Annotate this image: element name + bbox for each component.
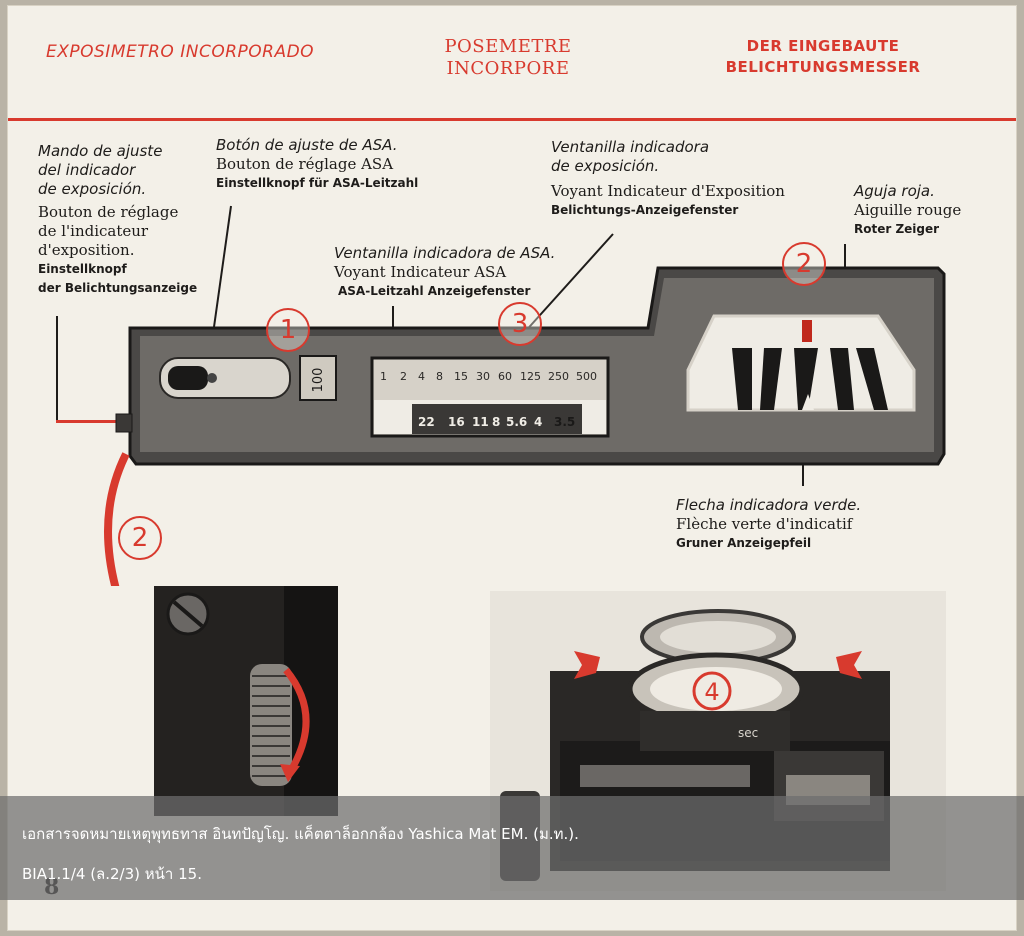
label-asa-window: Ventanilla indicadora de ASA. Voyant Ind… bbox=[334, 244, 556, 298]
header-german: DER EINGEBAUTE BELICHTUNGSMESSER bbox=[708, 36, 938, 78]
marker-4: 4 bbox=[704, 678, 719, 706]
photo-sec-label: sec bbox=[738, 726, 758, 740]
aperture-scale: 22 16 11 8 5.6 4 3.5 bbox=[418, 415, 575, 429]
speed-scale: 1 2 4 8 15 30 60 125 250 500 bbox=[380, 370, 597, 383]
speed-tick: 30 bbox=[476, 370, 490, 383]
green-arrow-icon bbox=[802, 394, 814, 410]
speed-tick: 125 bbox=[520, 370, 541, 383]
speed-tick: 250 bbox=[548, 370, 569, 383]
marker-1: 1 bbox=[266, 308, 310, 352]
header-german-line2: BELICHTUNGSMESSER bbox=[725, 58, 921, 76]
asa-value: 100 bbox=[311, 368, 326, 393]
speed-tick: 8 bbox=[436, 370, 443, 383]
header-spanish: EXPOSIMETRO INCORPORADO bbox=[46, 42, 315, 62]
marker-3: 3 bbox=[498, 302, 542, 346]
label-red-needle: Aguja roja. Aiguille rouge Roter Zeiger bbox=[854, 182, 962, 236]
label-asa-button: Botón de ajuste de ASA. Bouton de réglag… bbox=[216, 136, 419, 190]
speed-tick: 500 bbox=[576, 370, 597, 383]
marker-2-knob: 2 bbox=[118, 516, 162, 560]
aperture-tick: 16 bbox=[448, 415, 465, 429]
photo-knob-closeup bbox=[154, 586, 338, 816]
header-french: POSEMETRE INCORPORE bbox=[428, 36, 588, 80]
label-exposure-window: Ventanilla indicadora de exposición. Voy… bbox=[551, 138, 785, 217]
aperture-tick: 3.5 bbox=[554, 415, 575, 429]
label-green-arrow: Flecha indicadora verde. Flèche verte d'… bbox=[676, 496, 862, 550]
pointer-exposure-knob bbox=[56, 316, 58, 422]
aperture-tick: 11 bbox=[472, 415, 489, 429]
marker-2-needle: 2 bbox=[782, 242, 826, 286]
label-exposure-knob: Mando de ajuste del indicador de exposic… bbox=[38, 142, 198, 295]
pointer-asa-window bbox=[392, 306, 394, 336]
light-meter-illustration: 100 1 2 4 8 15 30 60 125 250 500 22 16 1… bbox=[104, 266, 946, 586]
speed-tick: 1 bbox=[380, 370, 387, 383]
knob-closeup-illustration bbox=[154, 586, 338, 816]
pointer-exposure-knob-red bbox=[56, 420, 116, 423]
manual-page: EXPOSIMETRO INCORPORADO POSEMETRE INCORP… bbox=[8, 6, 1016, 930]
header-french-line2: INCORPORE bbox=[446, 58, 570, 79]
aperture-tick: 5.6 bbox=[506, 415, 527, 429]
speed-tick: 60 bbox=[498, 370, 512, 383]
header-rule bbox=[8, 118, 1016, 121]
caption-line2: BIA1.1/4 (ล.2/3) หน้า 15. bbox=[22, 865, 202, 883]
header-german-line1: DER EINGEBAUTE bbox=[746, 37, 900, 55]
red-needle bbox=[802, 320, 812, 342]
speed-tick: 2 bbox=[400, 370, 407, 383]
aperture-tick: 8 bbox=[492, 415, 500, 429]
caption-overlay: เอกสารจดหมายเหตุพุทธทาส อินทปัญโญ. แค็ตต… bbox=[0, 796, 1024, 900]
caption-line1: เอกสารจดหมายเหตุพุทธทาส อินทปัญโญ. แค็ตต… bbox=[22, 825, 579, 843]
speed-tick: 15 bbox=[454, 370, 468, 383]
aperture-tick: 4 bbox=[534, 415, 542, 429]
header-french-line1: POSEMETRE bbox=[444, 36, 572, 57]
speed-tick: 4 bbox=[418, 370, 425, 383]
aperture-tick: 22 bbox=[418, 415, 435, 429]
